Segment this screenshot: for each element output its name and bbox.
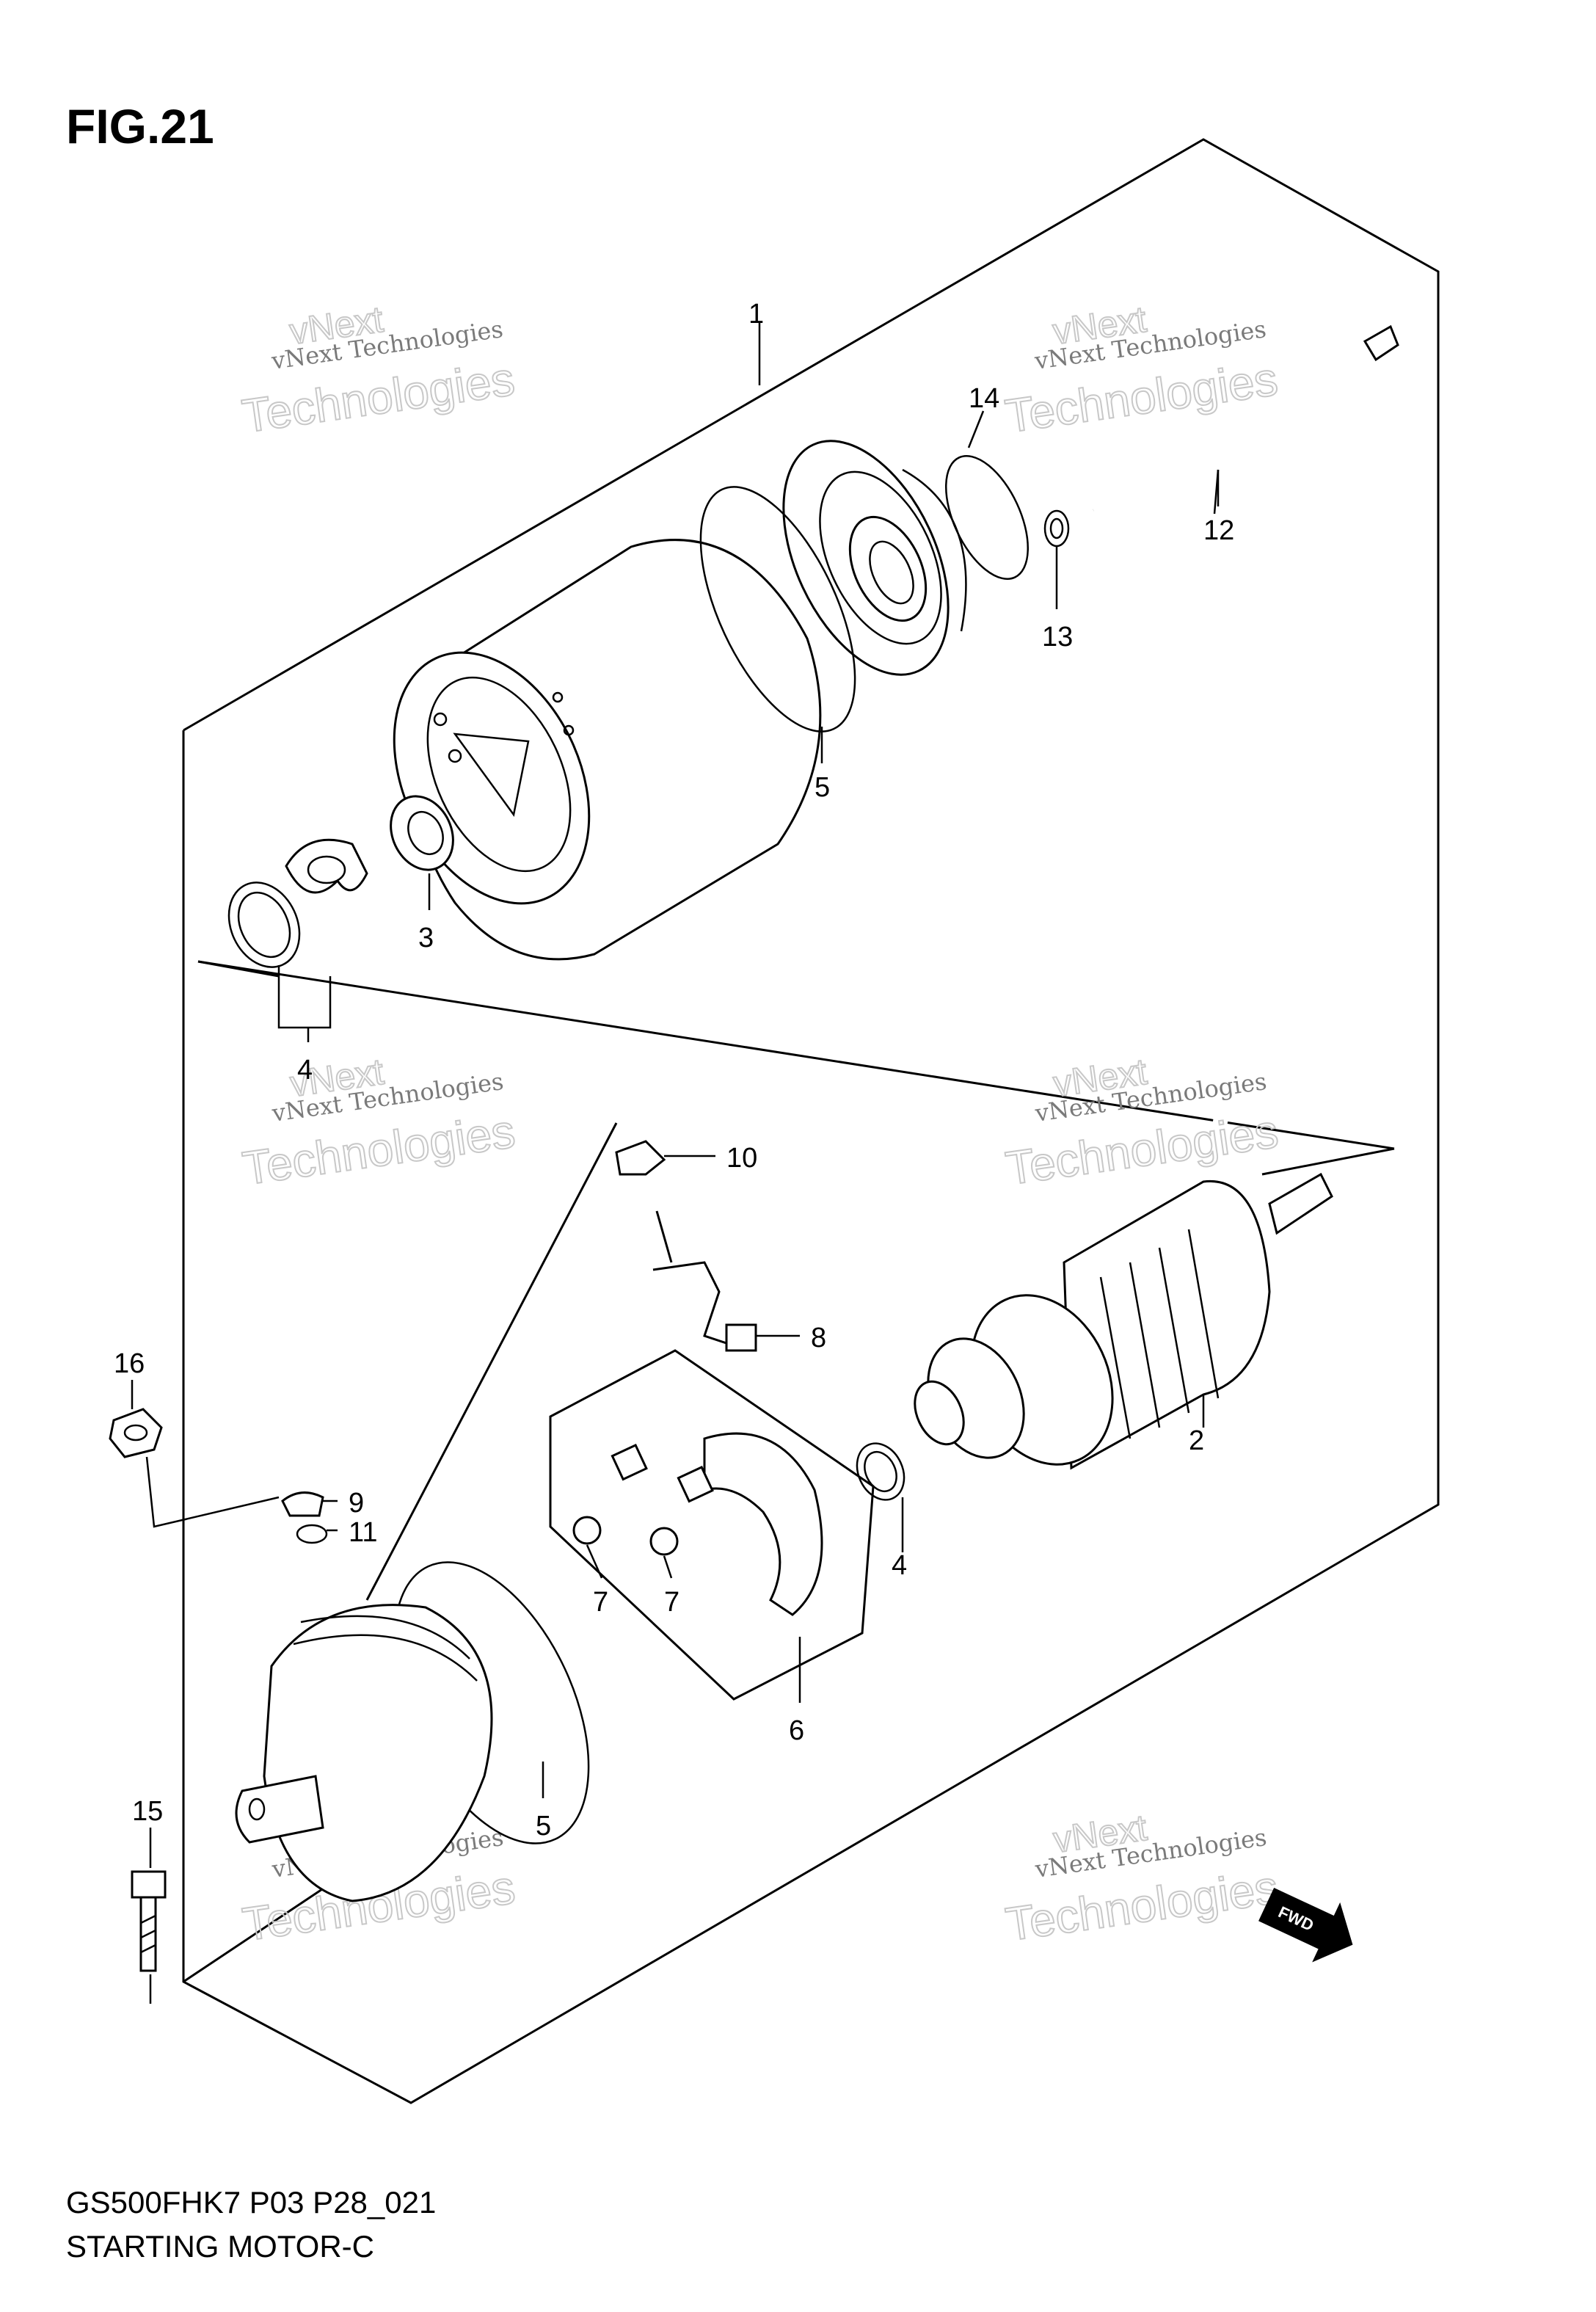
part-plate-4 <box>285 838 368 894</box>
callout-13: 13 <box>1042 622 1073 652</box>
assembly-frame <box>182 138 1440 2104</box>
watermark-bottom-right: vNext vNext Technologies Technologies <box>1002 1806 1282 1952</box>
part-end-cover <box>782 440 967 676</box>
callout-12: 12 <box>1203 515 1234 546</box>
callout-4-top: 4 <box>297 1055 313 1086</box>
part-bolt-15 <box>131 1870 167 1972</box>
callout-3: 3 <box>418 923 434 953</box>
part-washer-13 <box>1043 509 1070 548</box>
part-end-housing <box>235 1604 493 1902</box>
part-washer-4-bottom <box>856 1442 906 1501</box>
part-motor-yoke <box>393 539 822 961</box>
part-nut-10 <box>615 1140 666 1176</box>
callout-4-bottom: 4 <box>892 1550 907 1581</box>
part-o-ring-5-top <box>699 486 856 733</box>
leader-lines <box>131 323 1220 2004</box>
figure-title: FIG.21 <box>66 99 214 153</box>
watermark-top-left: vNext vNext Technologies Technologies <box>238 298 519 443</box>
part-terminal-8 <box>652 1210 757 1352</box>
part-insulator-9 <box>281 1491 324 1517</box>
part-long-bolt-12 <box>1092 324 1399 513</box>
watermark-mid-right: vNext vNext Technologies Technologies <box>1002 1050 1282 1196</box>
part-brush-holder-group <box>549 1349 875 1701</box>
callout-15: 15 <box>132 1796 163 1827</box>
part-washer-4-top <box>227 881 301 968</box>
callout-11: 11 <box>349 1517 377 1548</box>
diagram-name: STARTING MOTOR-C <box>66 2229 374 2264</box>
callout-1: 1 <box>748 299 764 330</box>
callout-5-bottom: 5 <box>536 1811 551 1842</box>
fwd-arrow-icon: FWD <box>1258 1887 1353 1963</box>
part-o-ring-11 <box>296 1524 328 1544</box>
watermark-top-right: vNext vNext Technologies Technologies <box>1002 298 1282 443</box>
callout-6: 6 <box>789 1715 804 1746</box>
part-bearing-3 <box>390 795 454 871</box>
callout-10: 10 <box>726 1143 757 1174</box>
watermark-mid-left: vNext vNext Technologies Technologies <box>238 1050 519 1196</box>
callout-7-right: 7 <box>664 1587 679 1618</box>
callout-5-top: 5 <box>815 772 830 803</box>
callout-7-left: 7 <box>593 1587 608 1618</box>
callout-9: 9 <box>349 1488 364 1519</box>
callout-2: 2 <box>1189 1425 1204 1456</box>
part-armature <box>914 1172 1333 1470</box>
callout-16: 16 <box>114 1348 145 1379</box>
part-o-ring-14 <box>944 454 1030 581</box>
callout-14: 14 <box>969 383 999 414</box>
model-code: GS500FHK7 P03 P28_021 <box>66 2185 436 2220</box>
part-nut-16 <box>109 1408 163 1458</box>
callout-8: 8 <box>811 1323 826 1353</box>
